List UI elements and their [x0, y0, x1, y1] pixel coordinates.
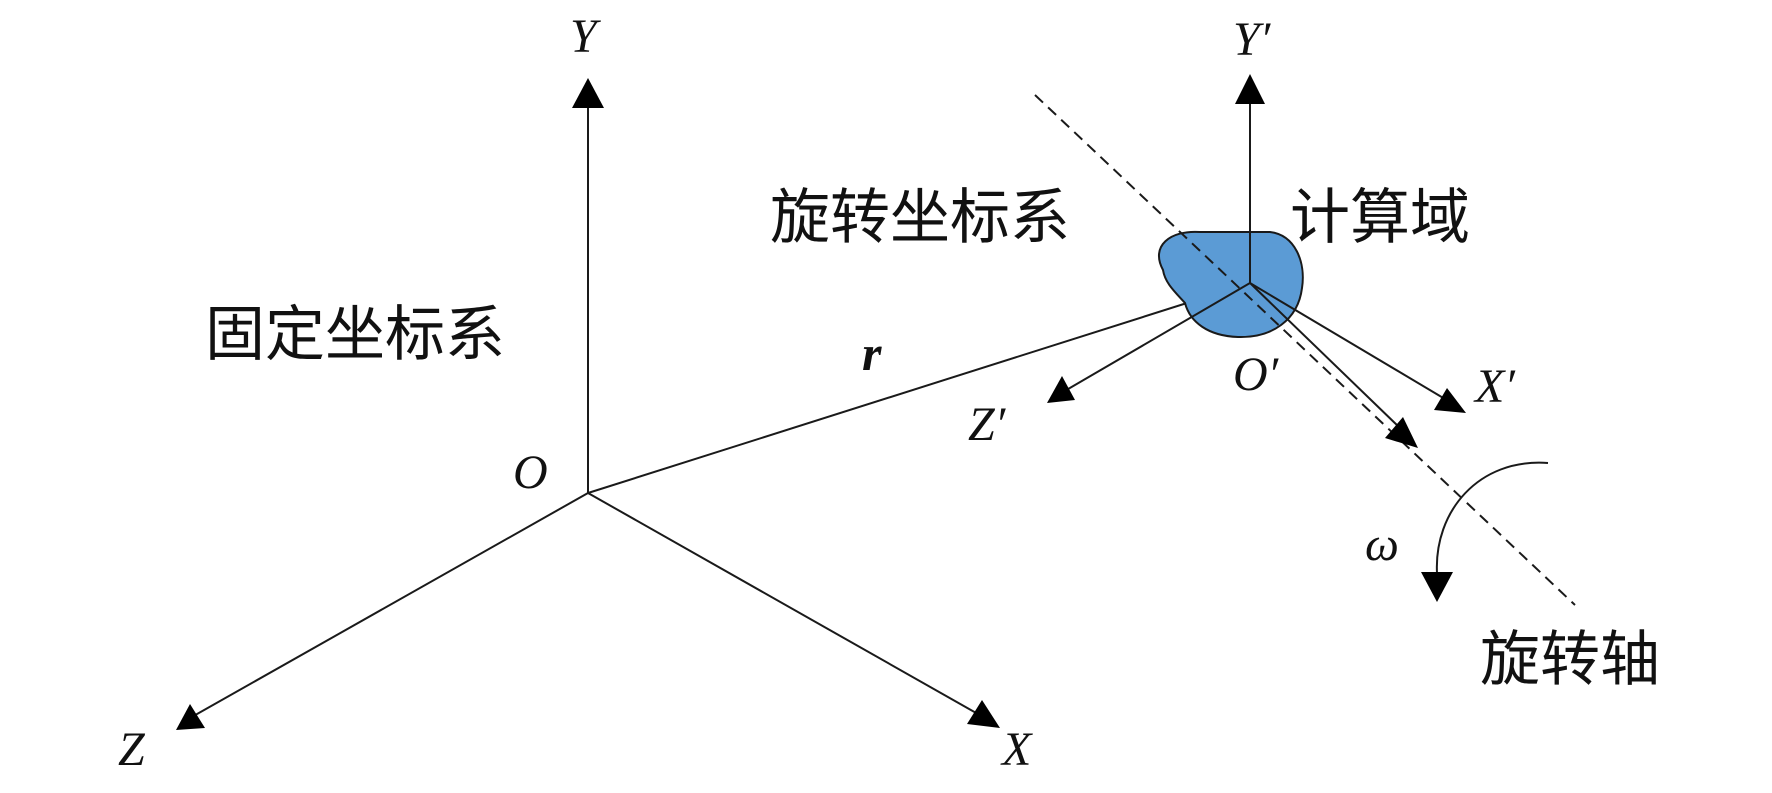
rotation-axis-label: 旋转轴	[1480, 625, 1660, 695]
position-vector	[587, 276, 1248, 494]
fixed-z-axis	[189, 492, 589, 719]
rotating-origin-label: O′	[1233, 348, 1280, 401]
rotation-axis	[1034, 94, 1576, 606]
rotating-z-arrowhead	[1047, 376, 1075, 403]
computational-domain-label: 计算域	[1290, 183, 1470, 253]
computational-domain-shape	[1157, 230, 1304, 339]
vector-r-line	[587, 289, 1229, 494]
omega-arrowhead	[1421, 572, 1453, 602]
fixed-frame-label: 固定坐标系	[205, 300, 505, 370]
rotating-x-axis	[1249, 282, 1451, 403]
omega-label: ω	[1365, 518, 1399, 571]
fixed-y-arrowhead	[572, 78, 604, 108]
rotating-x-arrowhead	[1434, 388, 1466, 413]
rotating-y-label: Y′	[1233, 13, 1272, 66]
rotating-frame-label: 旋转坐标系	[770, 183, 1070, 253]
fixed-z-arrowhead	[176, 704, 205, 730]
fixed-frame	[176, 78, 1000, 730]
vector-r-label: r	[862, 325, 882, 381]
fixed-y-label: Y	[570, 10, 601, 63]
fixed-x-arrowhead	[967, 700, 1000, 728]
rotation-axis-solid-segment	[1249, 282, 1401, 429]
rotation-axis-arrowhead	[1385, 417, 1418, 448]
angular-velocity	[1421, 461, 1549, 602]
rotating-y-arrowhead	[1235, 74, 1265, 104]
rotation-axis-dashed-line	[1034, 94, 1576, 606]
fixed-x-label: X	[1000, 723, 1033, 776]
fixed-x-axis	[587, 492, 986, 719]
fixed-origin-label: O	[513, 446, 548, 499]
rotating-z-label: Z′	[968, 398, 1007, 451]
omega-arc	[1435, 461, 1549, 574]
rotating-z-axis	[1062, 282, 1251, 393]
fixed-z-label: Z	[118, 723, 146, 776]
rotating-frame	[1047, 74, 1466, 413]
rotating-x-label: X′	[1473, 360, 1516, 413]
